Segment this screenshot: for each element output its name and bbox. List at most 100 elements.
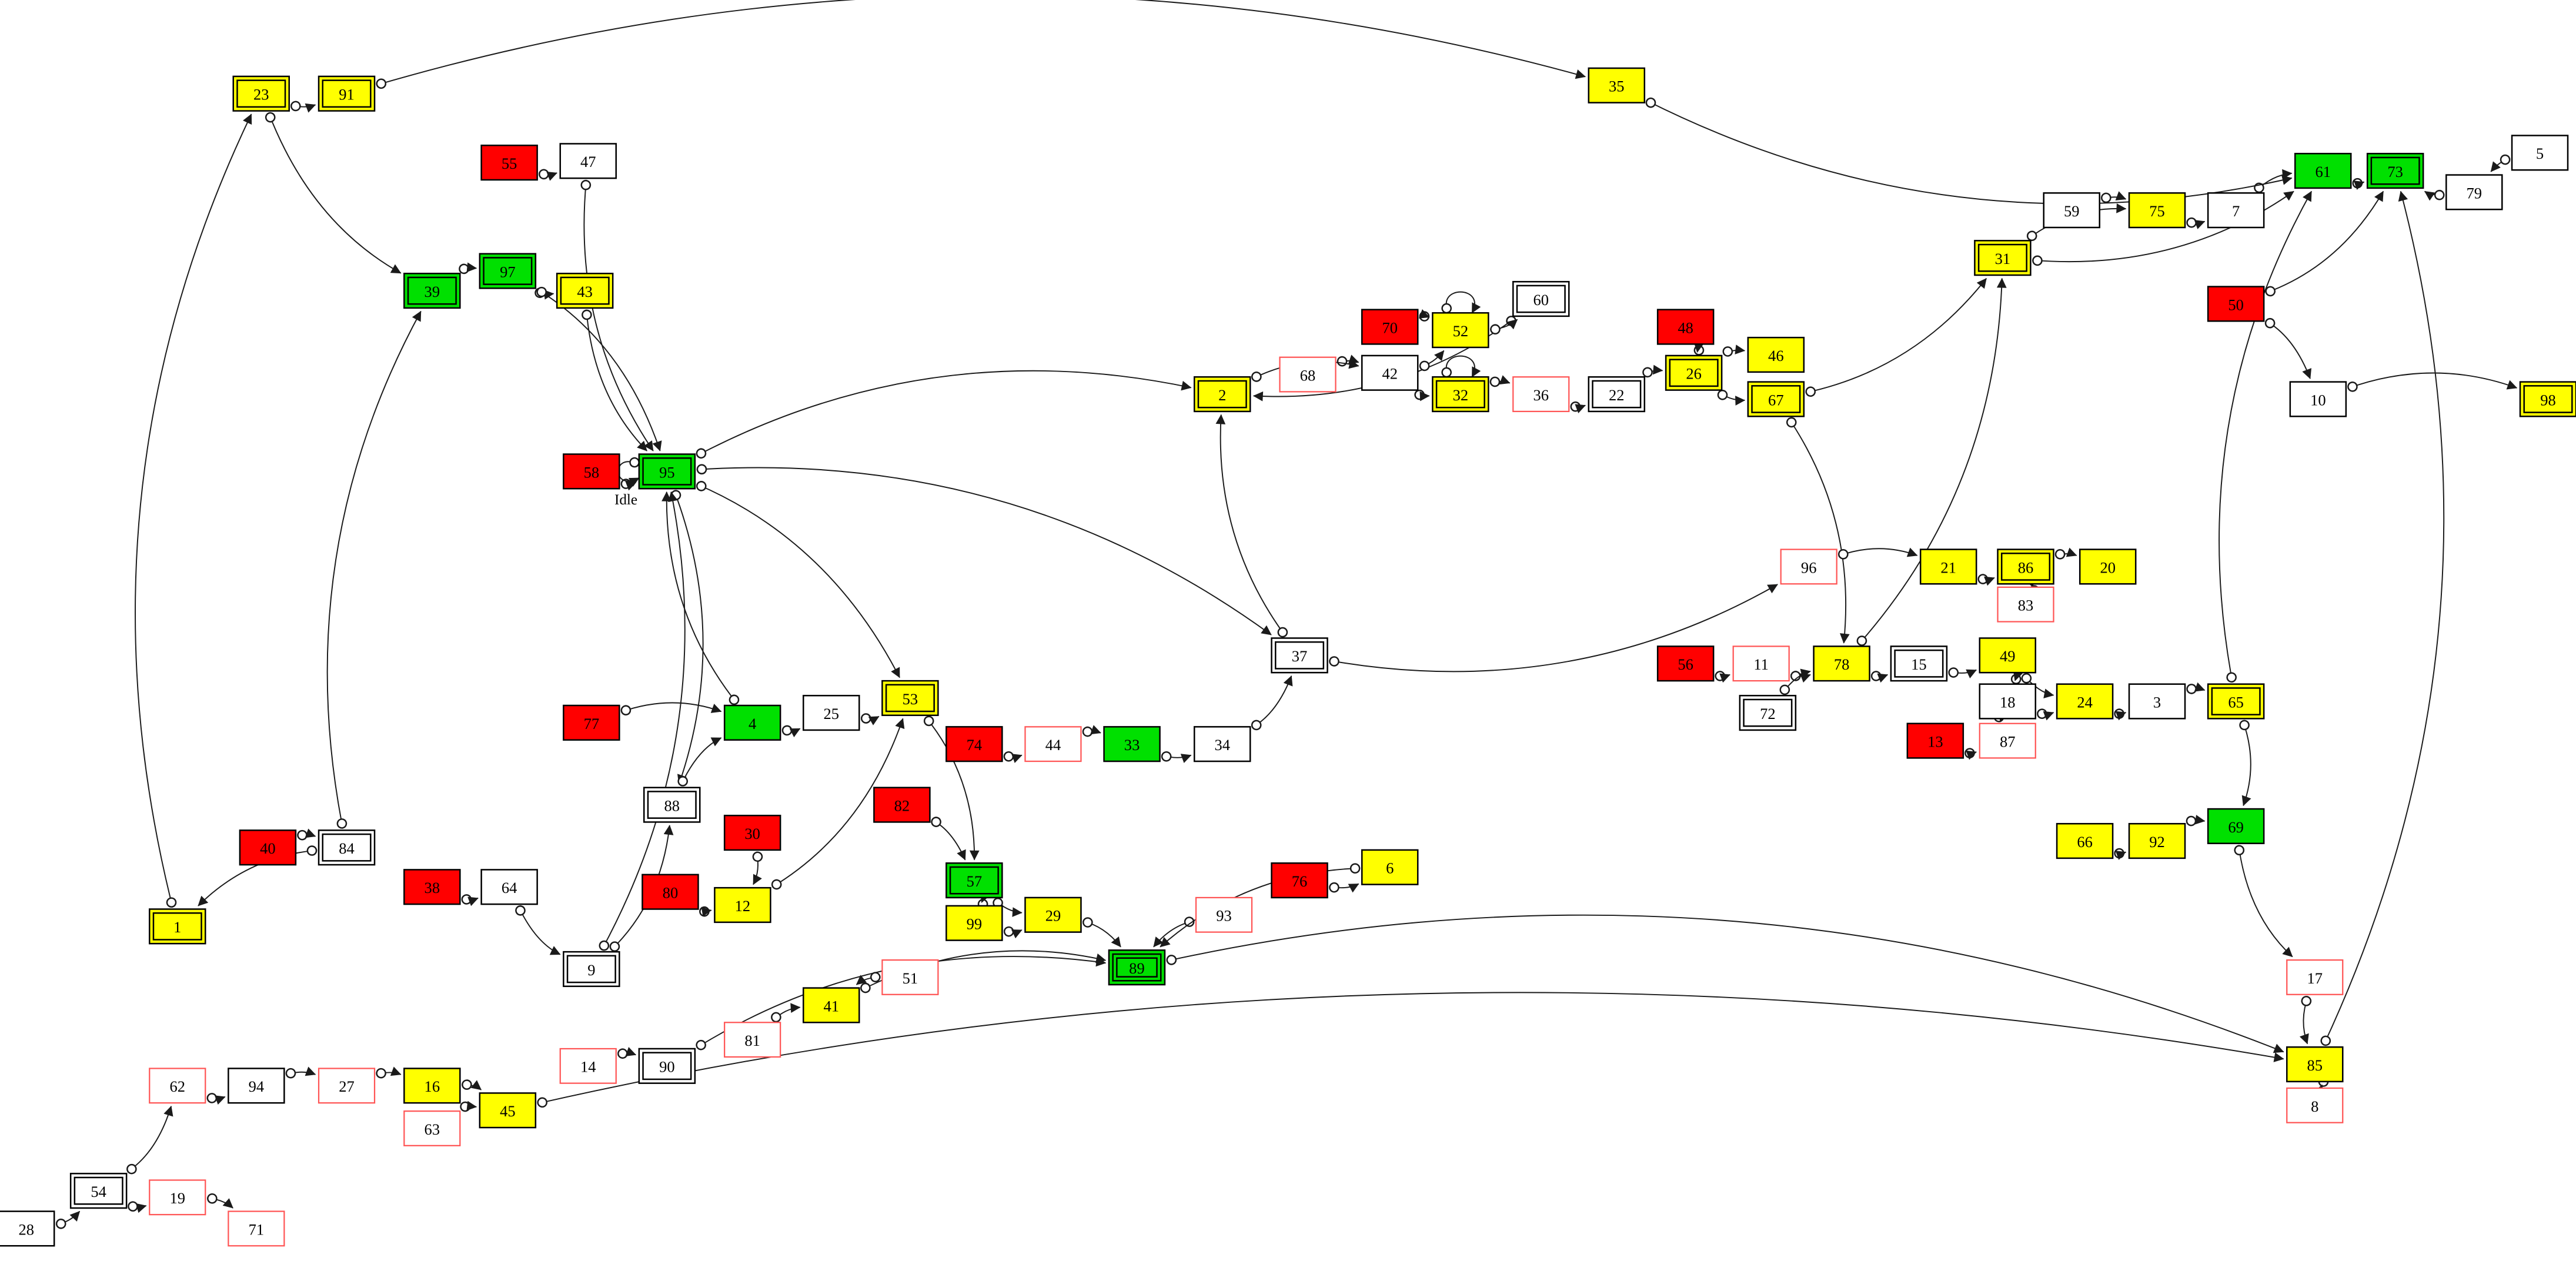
node-label: 41: [824, 997, 840, 1015]
graph-node-51: 51: [881, 959, 939, 995]
node-box: [563, 704, 620, 741]
node-box: [873, 787, 931, 823]
edge-label-idle: Idle: [614, 492, 637, 508]
node-box: [149, 1068, 206, 1104]
edge-69-17: [2234, 845, 2293, 958]
graph-node-9: 9: [563, 951, 620, 988]
edge-79-73: [2424, 189, 2445, 201]
node-label: 46: [1768, 347, 1784, 364]
node-box: [149, 1179, 206, 1216]
graph-node-94: 94: [228, 1068, 285, 1104]
node-box: [1997, 548, 2054, 585]
node-label: 13: [1927, 733, 1943, 751]
node-label: 44: [1045, 736, 1061, 754]
node-box: [1271, 862, 1328, 899]
node-label: 12: [735, 897, 751, 915]
graph-node-88: 88: [643, 787, 701, 823]
node-box: [1193, 726, 1251, 762]
node-box-inner: [2523, 385, 2573, 413]
node-box: [2056, 683, 2114, 720]
edge-75-7: [2186, 217, 2206, 229]
node-box-inner: [152, 912, 202, 941]
node-label: 18: [2000, 693, 2016, 711]
edge-10-98: [2347, 372, 2518, 392]
edge-17-85: [2299, 996, 2312, 1045]
graph-node-5: 5: [2511, 135, 2569, 171]
node-label: 10: [2310, 391, 2326, 409]
node-box: [1361, 354, 1419, 391]
edge-24-3: [2114, 708, 2127, 721]
edge-88-4: [677, 737, 722, 787]
edge-9-95: [599, 491, 686, 951]
node-box: [2207, 683, 2265, 720]
node-box-inner: [483, 257, 533, 285]
node-box: [2128, 822, 2186, 859]
node-label: 94: [249, 1078, 265, 1095]
node-box-inner: [1112, 953, 1162, 982]
graph-node-87: 87: [1979, 722, 2036, 759]
node-label: 76: [1292, 872, 1308, 890]
node-label: 75: [2149, 202, 2165, 220]
node-box: [1024, 896, 1082, 933]
node-box: [1271, 637, 1328, 674]
node-box: [2294, 152, 2352, 189]
node-box: [803, 695, 860, 731]
graph-node-74: 74: [945, 726, 1003, 762]
edge-67-78: [1786, 417, 1850, 644]
node-label: 52: [1453, 322, 1469, 340]
edge-82-57: [931, 817, 966, 861]
node-box: [1979, 722, 2036, 759]
graph-node-95: 95: [638, 453, 696, 490]
node-box: [403, 1110, 461, 1146]
node-label: 36: [1533, 386, 1549, 404]
node-box: [1279, 356, 1337, 393]
edge-57-29: [993, 897, 1023, 917]
node-label: 99: [967, 915, 983, 933]
graph-node-64: 64: [480, 869, 538, 905]
node-box: [642, 874, 699, 910]
node-box: [1432, 376, 1489, 413]
edge-3-65: [2186, 682, 2206, 694]
edge-65-61: [2218, 190, 2313, 683]
node-box: [1732, 645, 1790, 682]
graph-node-45: 45: [479, 1092, 537, 1129]
node-label: 38: [425, 879, 440, 896]
edge-47-95: [580, 179, 654, 451]
node-box-inner: [642, 457, 692, 486]
node-box: [403, 869, 461, 905]
node-label: 15: [1911, 655, 1927, 673]
node-label: 84: [339, 839, 355, 857]
node-label: 20: [2100, 558, 2116, 576]
node-box: [2056, 822, 2114, 859]
node-box-inner: [2000, 553, 2051, 581]
edge-19-71: [207, 1193, 233, 1209]
node-label: 47: [580, 153, 596, 170]
node-label: 9: [587, 961, 595, 979]
node-label: 85: [2307, 1056, 2323, 1074]
node-box: [2128, 192, 2186, 229]
node-box-inner: [1116, 957, 1158, 978]
node-label: 27: [339, 1078, 355, 1095]
graph-node-4: 4: [723, 704, 781, 741]
edge-96-21: [1837, 547, 1918, 560]
node-label: 7: [2232, 202, 2240, 220]
node-box-inner: [1894, 649, 1944, 678]
node-box: [1813, 645, 1870, 682]
graph-node-17: 17: [2286, 959, 2344, 995]
node-label: 83: [2018, 597, 2034, 614]
node-label: 71: [249, 1220, 265, 1238]
node-label: 66: [2077, 833, 2093, 851]
graph-node-30: 30: [723, 814, 781, 851]
graph-node-14: 14: [559, 1048, 617, 1084]
graph-node-48: 48: [1656, 309, 1715, 345]
node-box: [1432, 312, 1489, 349]
edge-65-69: [2239, 720, 2251, 807]
graph-node-68: 68: [1279, 356, 1337, 393]
edge-16-45: [462, 1079, 482, 1090]
node-label: 28: [18, 1220, 34, 1238]
edge-59-75: [2101, 191, 2127, 203]
node-label: 63: [425, 1120, 440, 1138]
graph-node-84: 84: [318, 829, 376, 866]
edge-26-67: [1717, 389, 1746, 406]
